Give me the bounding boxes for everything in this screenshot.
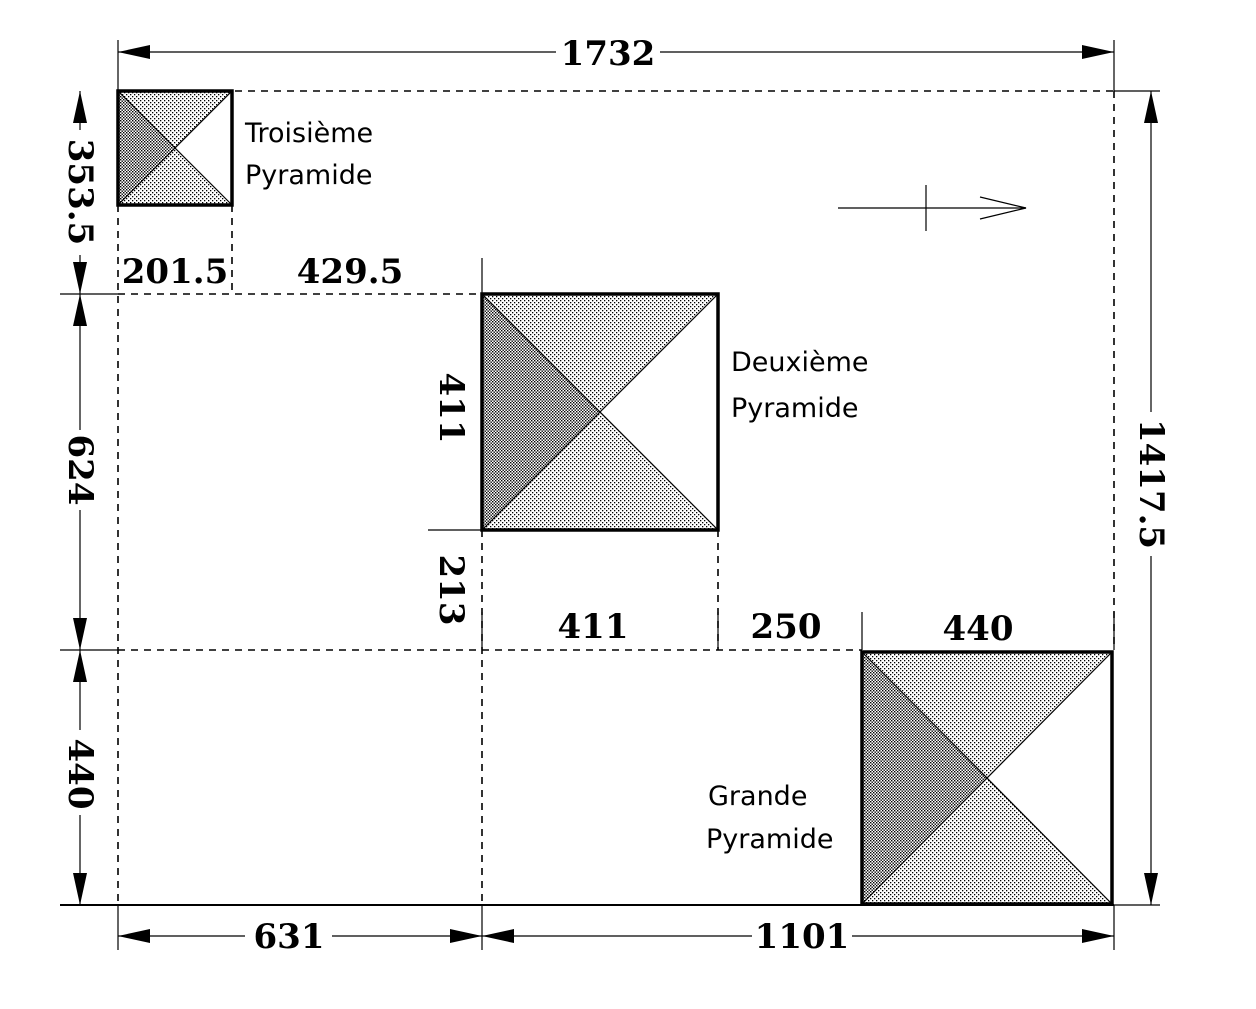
dim-total-width	[118, 45, 1114, 59]
troisieme-label-line2: Pyramide	[245, 160, 372, 191]
deuxieme-label-line2: Pyramide	[731, 393, 858, 424]
dim-bottom-chain	[118, 929, 1114, 943]
dim-total-width-label: 1732	[561, 34, 656, 74]
dim-gap-second-great-label: 250	[751, 607, 822, 647]
dim-great-side-left-label: 440	[60, 739, 100, 810]
dim-gap-third-second-label: 429.5	[297, 252, 403, 292]
dim-second-side-label: 411	[431, 373, 471, 444]
north-arrow-icon	[838, 185, 1027, 231]
dim-left-chain	[73, 91, 87, 905]
dim-great-side-top-label: 440	[943, 609, 1014, 649]
deuxieme-label-line1: Deuxième	[731, 347, 869, 378]
dim-total-height-label: 1417.5	[1131, 419, 1171, 549]
deuxieme-pyramide-plan	[480, 292, 720, 532]
dim-bottom-left-label: 631	[254, 917, 325, 957]
troisieme-pyramide-plan	[116, 89, 234, 207]
dim-bottom-right-label: 1101	[755, 917, 850, 957]
grande-pyramide-plan	[860, 650, 1114, 906]
grande-label-line1: Grande	[708, 781, 807, 812]
grande-label-line2: Pyramide	[706, 824, 833, 855]
dim-total-height	[1144, 91, 1158, 905]
dim-third-width-label: 201.5	[122, 252, 228, 292]
site-boundary	[117, 90, 1115, 905]
troisieme-label-line1: Troisième	[244, 118, 373, 149]
dim-second-gap-below-label: 213	[431, 555, 471, 626]
dim-left-middle-label: 624	[60, 435, 100, 506]
dim-second-width-bottom-label: 411	[558, 607, 629, 647]
guide-lines	[118, 205, 862, 905]
dim-third-height-label: 353.5	[60, 139, 100, 245]
